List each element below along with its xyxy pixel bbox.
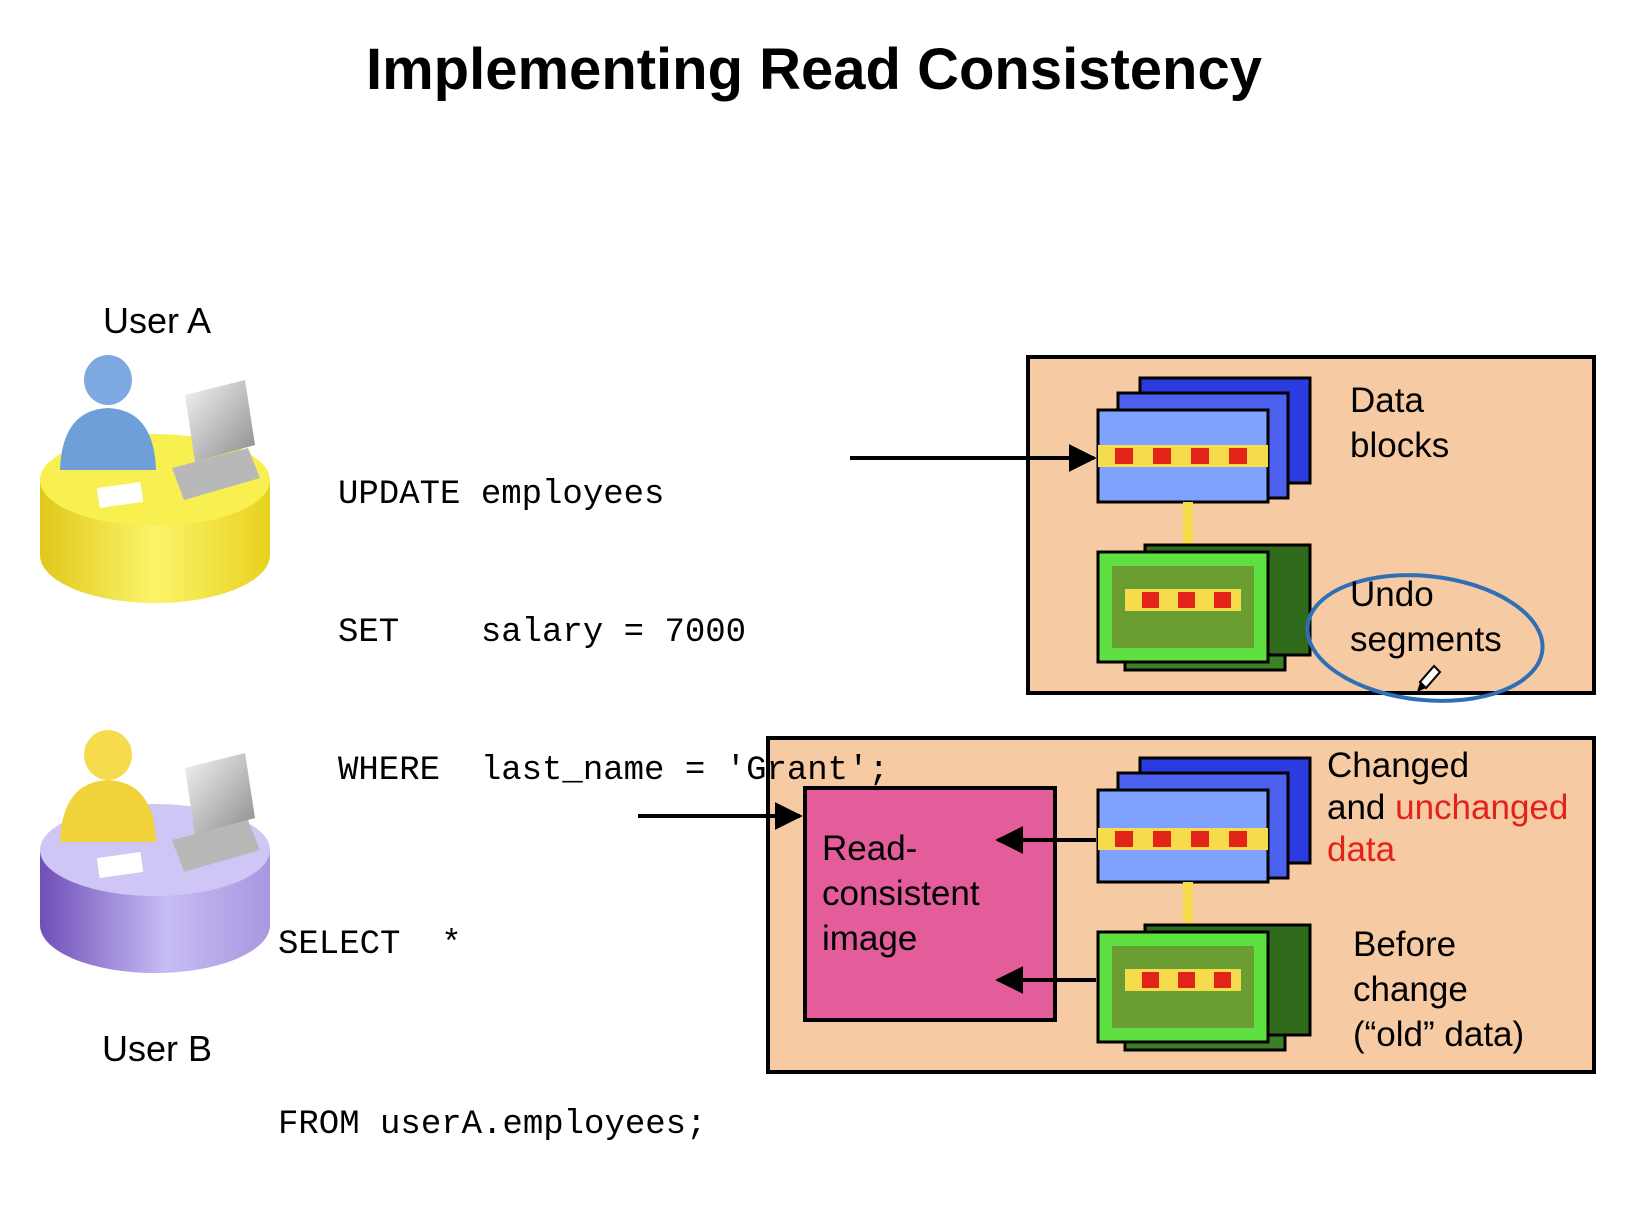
pencil-cursor-icon	[1417, 664, 1442, 692]
connector-top	[1183, 502, 1193, 550]
data-blocks-stack-bottom	[1096, 756, 1312, 884]
changed-unchanged-label: Changed and unchanged data	[1327, 746, 1569, 869]
diagram-canvas	[40, 355, 1596, 1074]
user-a-label: User A	[103, 300, 212, 341]
update-statement: UPDATE employees SET salary = 7000 WHERE…	[338, 380, 889, 840]
code-line: SELECT *	[278, 926, 462, 964]
user-a-workstation-icon	[40, 355, 270, 603]
connector-bottom	[1183, 882, 1193, 930]
before-change-label: Before change (“old” data)	[1353, 925, 1525, 1054]
undo-annotation-circle	[1305, 573, 1545, 703]
undo-segments-stack-top	[1096, 543, 1312, 672]
page-title: Implementing Read Consistency	[366, 37, 1262, 102]
user-b-workstation-icon	[40, 730, 270, 973]
user-b-label: User B	[102, 1028, 213, 1069]
read-consistent-image-label: Read- consistent image	[822, 829, 980, 958]
undo-segments-label: Undo segments	[1350, 575, 1502, 659]
code-line: FROM userA.employees;	[278, 1106, 707, 1144]
data-blocks-stack-top	[1096, 376, 1312, 504]
code-line: UPDATE employees	[338, 476, 665, 514]
data-blocks-label: Data blocks	[1350, 381, 1450, 465]
code-line: WHERE last_name = 'Grant';	[338, 752, 889, 790]
code-line: SET salary = 7000	[338, 614, 747, 652]
undo-segments-stack-bottom	[1096, 923, 1312, 1052]
select-statement: SELECT * FROM userA.employees;	[278, 795, 706, 1215]
